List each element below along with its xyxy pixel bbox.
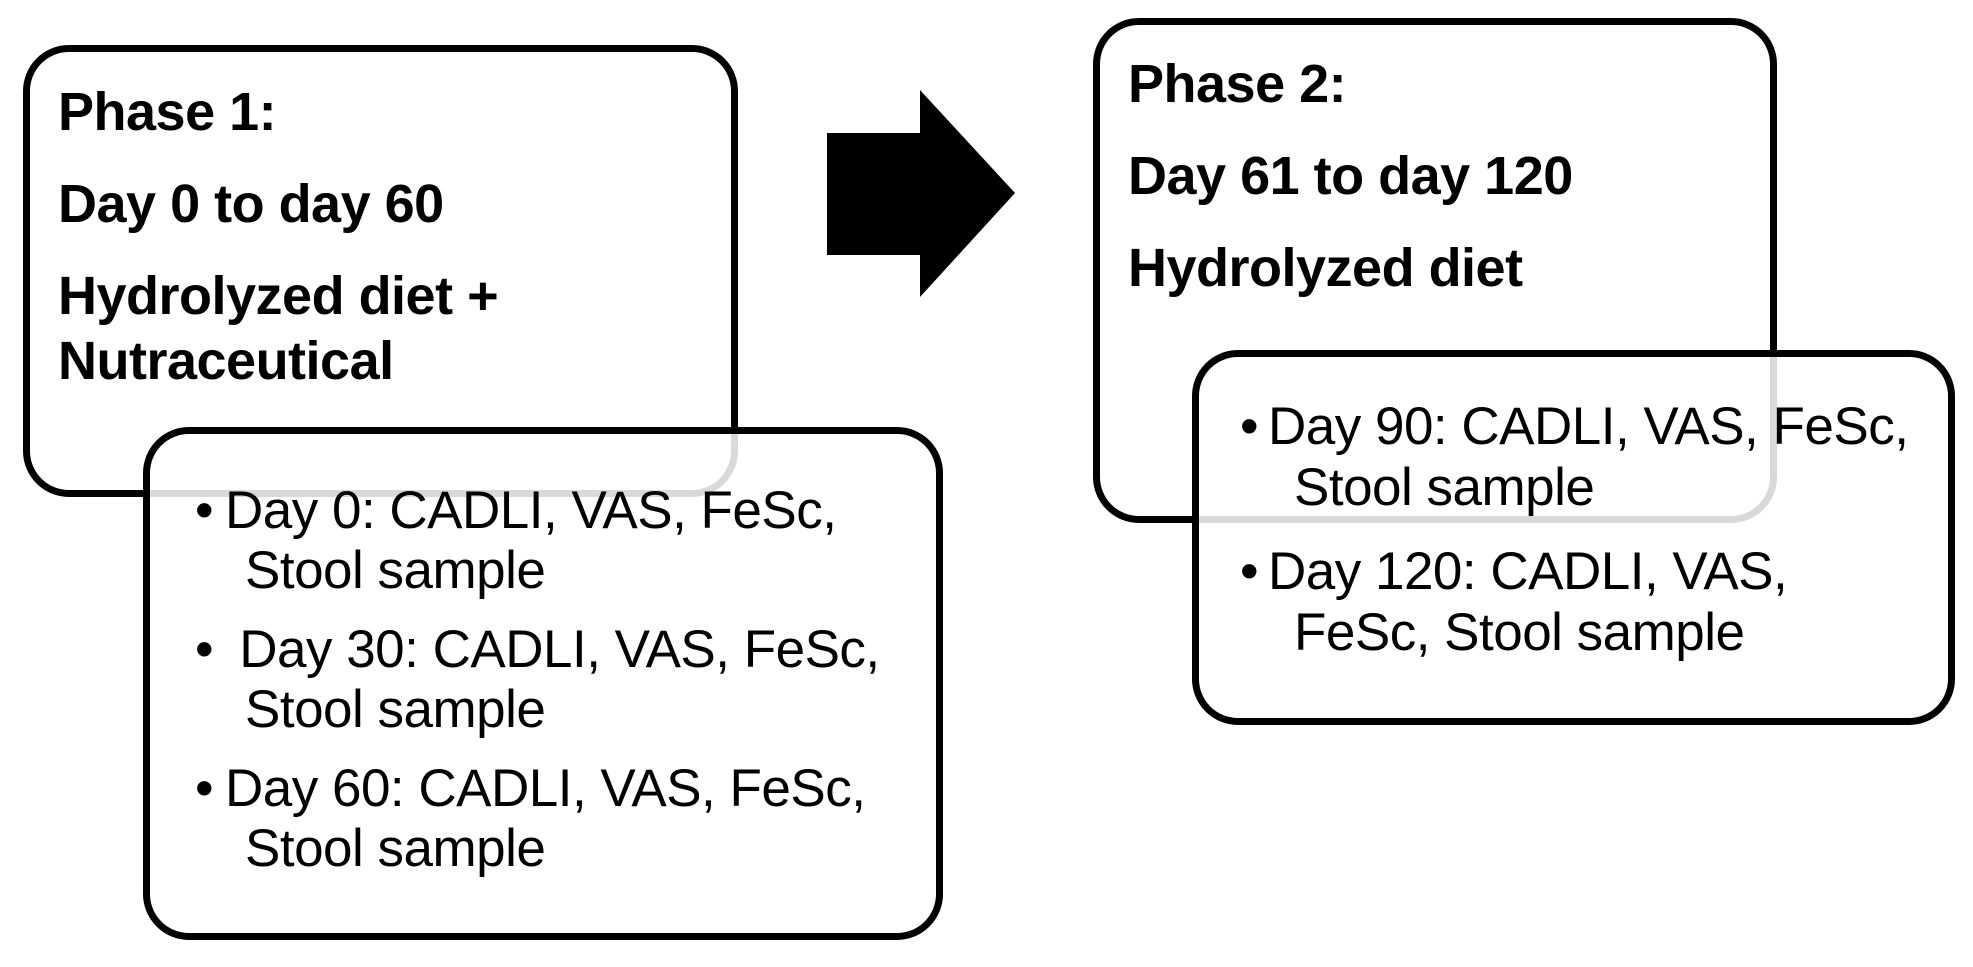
phase1-title: Phase 1: (58, 82, 277, 142)
bullet-dot: • (195, 481, 214, 540)
phase1-treatment-line: Nutraceutical (58, 331, 394, 391)
phase1-treatment-line: Hydrolyzed diet + (58, 266, 499, 326)
bullet-dot: • (195, 620, 214, 679)
phase1-checkpoints-box: • Day 0: CADLI, VAS, FeSc, Stool sample … (143, 427, 943, 940)
checkpoint-line: Day 0: CADLI, VAS, FeSc, (225, 481, 837, 540)
checkpoint-text: Day 60: CADLI, VAS, FeSc, Stool sample (225, 759, 918, 879)
phase2-treatment-line: Hydrolyzed diet (1128, 238, 1523, 298)
checkpoint-line: Stool sample (245, 819, 546, 878)
phase2-period: Day 61 to day 120 (1128, 146, 1573, 206)
phase2-checkpoints-box: • Day 90: CADLI, VAS, FeSc, Stool sample… (1192, 350, 1955, 725)
bullet-dot: • (1240, 542, 1259, 601)
checkpoint-line: Day 60: CADLI, VAS, FeSc, (225, 759, 866, 818)
checkpoint-item-day90: • Day 90: CADLI, VAS, FeSc, Stool sample (1240, 396, 1932, 518)
phase1-period: Day 0 to day 60 (58, 174, 444, 234)
phase2-title: Phase 2: (1128, 54, 1347, 114)
right-arrow-icon (827, 90, 1015, 297)
checkpoint-text: Day 90: CADLI, VAS, FeSc, Stool sample (1268, 396, 1932, 518)
checkpoint-line: Stool sample (1294, 458, 1595, 517)
checkpoint-item-day0: • Day 0: CADLI, VAS, FeSc, Stool sample (195, 481, 918, 601)
checkpoint-text: Day 120: CADLI, VAS, FeSc, Stool sample (1268, 541, 1932, 663)
checkpoint-line: Day 30: CADLI, VAS, FeSc, (225, 620, 880, 679)
bullet-dot: • (195, 759, 214, 818)
phase1-box: Phase 1: Day 0 to day 60 Hydrolyzed diet… (23, 45, 738, 497)
checkpoint-text: Day 30: CADLI, VAS, FeSc, Stool sample (225, 620, 918, 740)
checkpoint-item-day30: • Day 30: CADLI, VAS, FeSc, Stool sample (195, 620, 918, 740)
checkpoint-line: Stool sample (245, 541, 546, 600)
phase2-treatment: Hydrolyzed diet (1128, 236, 1750, 301)
checkpoint-line: Day 90: CADLI, VAS, FeSc, (1268, 397, 1909, 456)
phase-transition-arrow (827, 90, 1015, 297)
checkpoint-line: Stool sample (245, 680, 546, 739)
checkpoint-item-day60: • Day 60: CADLI, VAS, FeSc, Stool sample (195, 759, 918, 879)
checkpoint-line: FeSc, Stool sample (1294, 603, 1745, 662)
checkpoint-text: Day 0: CADLI, VAS, FeSc, Stool sample (225, 481, 918, 601)
checkpoint-item-day120: • Day 120: CADLI, VAS, FeSc, Stool sampl… (1240, 541, 1932, 663)
phase1-treatment: Hydrolyzed diet + Nutraceutical (58, 264, 711, 394)
bullet-dot: • (1240, 397, 1259, 456)
checkpoint-line: Day 120: CADLI, VAS, (1268, 542, 1788, 601)
